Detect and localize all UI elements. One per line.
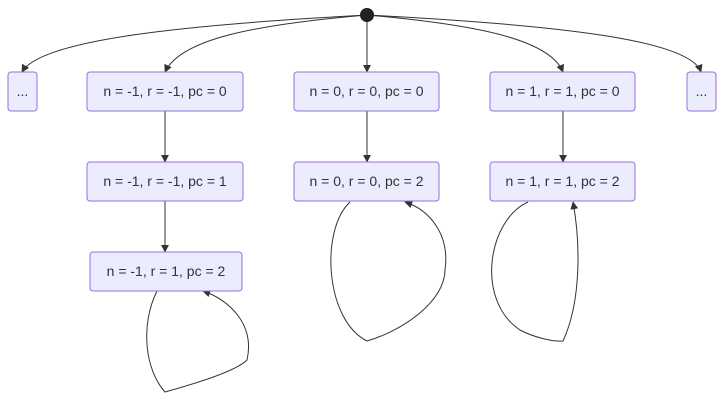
node-label: ... xyxy=(17,83,29,99)
node-label: n = -1, r = -1, pc = 1 xyxy=(103,173,227,189)
node-label: n = -1, r = -1, pc = 0 xyxy=(103,83,227,99)
node-label: ... xyxy=(696,83,708,99)
self-loop-n0-r0-pc2 xyxy=(330,200,447,342)
node-nm1-r1-pc2: n = -1, r = 1, pc = 2 xyxy=(89,251,243,292)
node-left-ellipsis: ... xyxy=(7,71,38,112)
self-loop-nm1-r1-pc2 xyxy=(146,289,249,393)
self-loop-n1-r1-pc2 xyxy=(491,201,579,342)
node-label: n = 1, r = 1, pc = 0 xyxy=(505,83,619,99)
node-n1-r1-pc2: n = 1, r = 1, pc = 2 xyxy=(489,161,636,202)
edge-start-to-n1-r1-pc0 xyxy=(366,14,564,73)
node-label: n = 0, r = 0, pc = 2 xyxy=(309,173,423,189)
node-n0-r0-pc2: n = 0, r = 0, pc = 2 xyxy=(293,161,440,202)
node-n1-r1-pc0: n = 1, r = 1, pc = 0 xyxy=(489,71,636,112)
node-label: n = 0, r = 0, pc = 0 xyxy=(309,83,423,99)
node-nm1-rm1-pc1: n = -1, r = -1, pc = 1 xyxy=(86,161,244,202)
start-node xyxy=(360,8,374,22)
node-label: n = 1, r = 1, pc = 2 xyxy=(505,173,619,189)
node-right-ellipsis: ... xyxy=(686,71,717,112)
edge-start-to-left-ellipsis xyxy=(21,14,368,73)
edge-start-to-right-ellipsis xyxy=(366,14,703,73)
node-label: n = -1, r = 1, pc = 2 xyxy=(107,263,226,279)
node-nm1-rm1-pc0: n = -1, r = -1, pc = 0 xyxy=(86,71,244,112)
node-n0-r0-pc0: n = 0, r = 0, pc = 0 xyxy=(293,71,440,112)
edge-start-to-nm1-rm1-pc0 xyxy=(164,14,368,73)
